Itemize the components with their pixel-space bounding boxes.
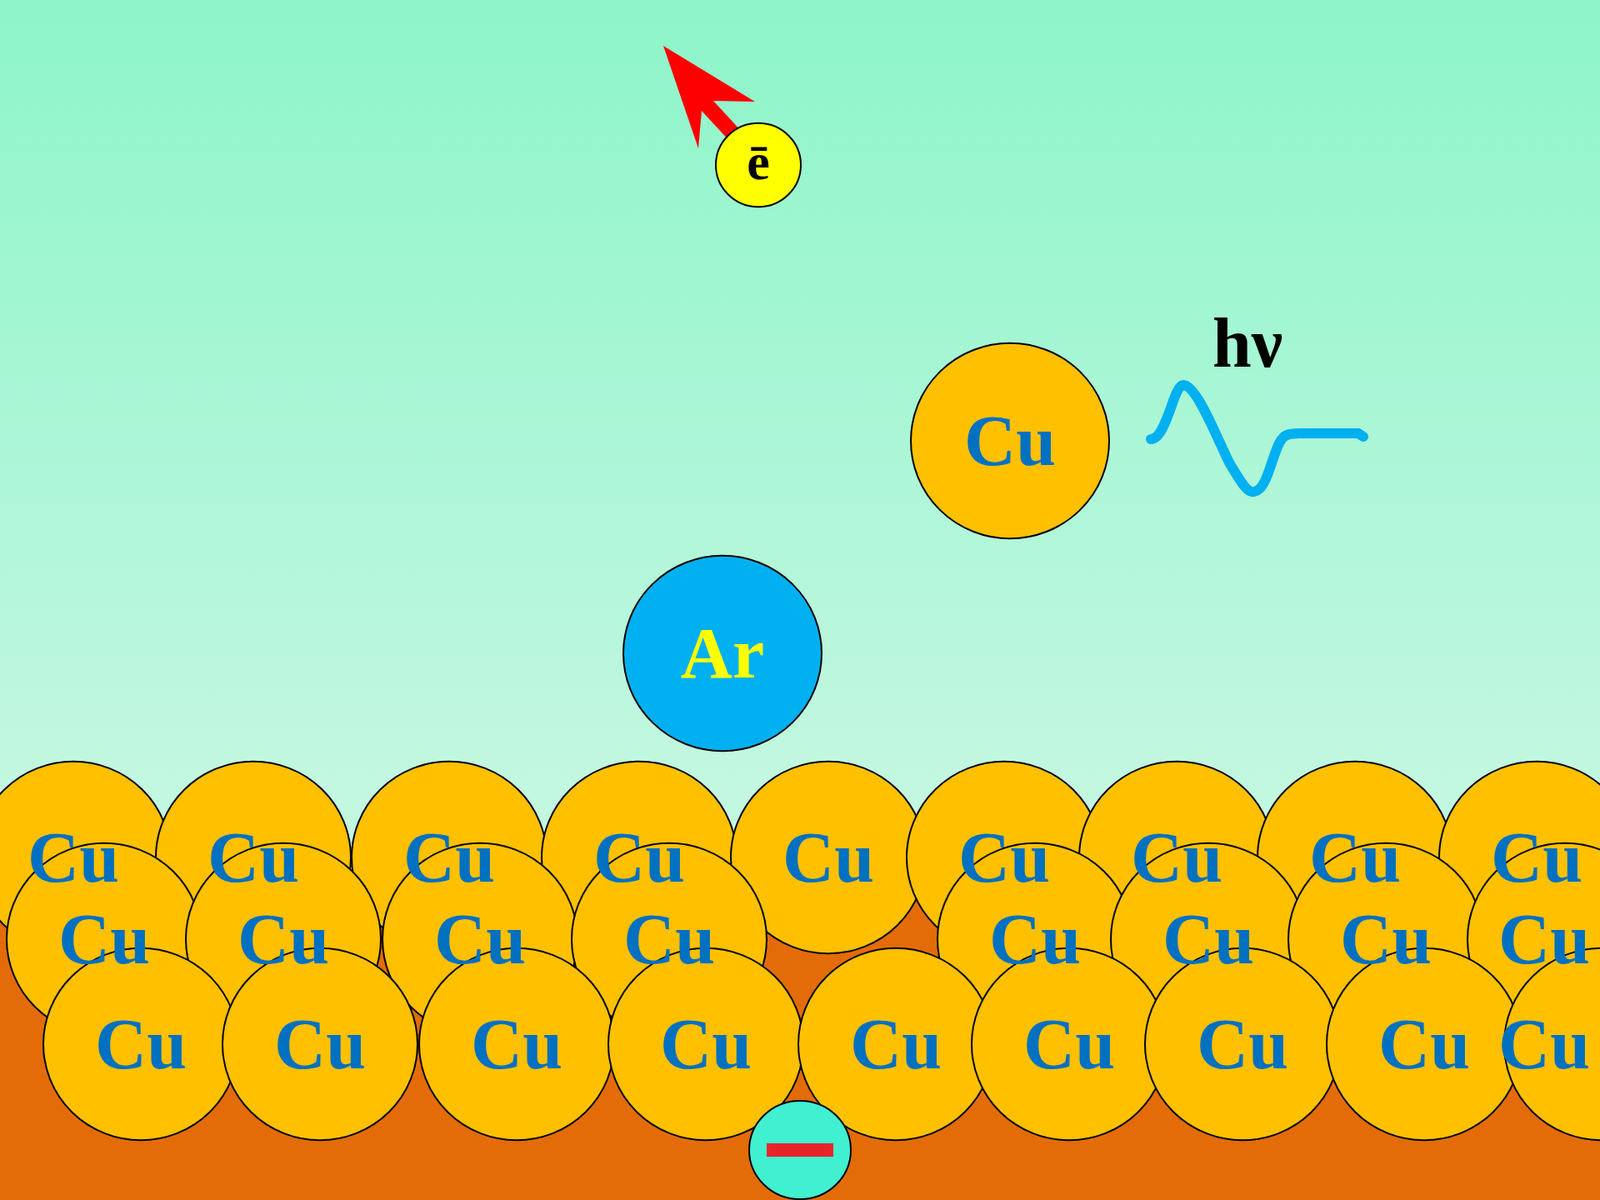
atom-label: Cu — [95, 1008, 187, 1080]
sputtered-atom: Cu — [910, 340, 1110, 541]
atom-circle — [43, 948, 239, 1140]
atom-label: Cu — [850, 1008, 942, 1080]
atom-label: Cu — [58, 903, 150, 975]
atom-label: Cu — [470, 1008, 563, 1080]
atom-label: Cu — [964, 405, 1056, 477]
electron: ē — [715, 121, 802, 209]
negative-charge-symbol — [748, 1100, 852, 1200]
atom-label: Cu — [1196, 1008, 1289, 1080]
atom-circle — [715, 123, 801, 207]
copper-atom: Cu — [42, 945, 240, 1143]
atom-label: ē — [746, 135, 770, 188]
atom-circle — [910, 343, 1110, 539]
atom-label: Cu — [1309, 821, 1401, 894]
atom-label: Cu — [1162, 903, 1255, 975]
atom-label: Cu — [1378, 1008, 1470, 1080]
argon-ion: Ar — [622, 553, 823, 754]
negative-charge — [748, 1100, 852, 1200]
atom-label: Cu — [782, 821, 875, 894]
atom-label: Cu — [1340, 903, 1432, 975]
atom-circle — [419, 948, 615, 1140]
atom-label: Cu — [434, 903, 526, 975]
copper-atom: Cu — [1503, 945, 1600, 1143]
atom-label: Cu — [1490, 821, 1583, 894]
atom-label: Cu — [403, 821, 495, 894]
atom-circle — [623, 555, 822, 751]
copper-atom: Cu — [1144, 945, 1341, 1143]
copper-atom: Cu — [418, 945, 615, 1143]
atom-circle — [1326, 948, 1522, 1140]
atom-label: Cu — [1498, 1008, 1590, 1080]
atom-label: Cu — [237, 903, 330, 975]
atom-label: Cu — [593, 821, 685, 894]
photon-label: hν — [1212, 308, 1283, 379]
atom-circle — [971, 948, 1167, 1140]
atom-label: Cu — [958, 821, 1050, 894]
atom-label: Cu — [660, 1008, 752, 1080]
atom-circle — [222, 948, 418, 1140]
atom-label: Cu — [1023, 1008, 1115, 1080]
atom-label: Cu — [1130, 821, 1223, 894]
atom-label: Cu — [207, 821, 300, 894]
copper-atom: Cu — [970, 945, 1168, 1143]
atom-label: Ar — [680, 617, 765, 690]
copper-atom: Cu — [221, 945, 419, 1143]
atom-label: Cu — [623, 903, 715, 975]
atom-label: Cu — [989, 903, 1081, 975]
atom-label: Cu — [27, 821, 120, 894]
atom-circle — [1145, 948, 1340, 1140]
photon-wave — [1150, 385, 1364, 492]
atom-label: Cu — [274, 1008, 366, 1080]
atom-label: Cu — [1498, 903, 1590, 975]
copper-atom: Cu — [1325, 945, 1523, 1143]
